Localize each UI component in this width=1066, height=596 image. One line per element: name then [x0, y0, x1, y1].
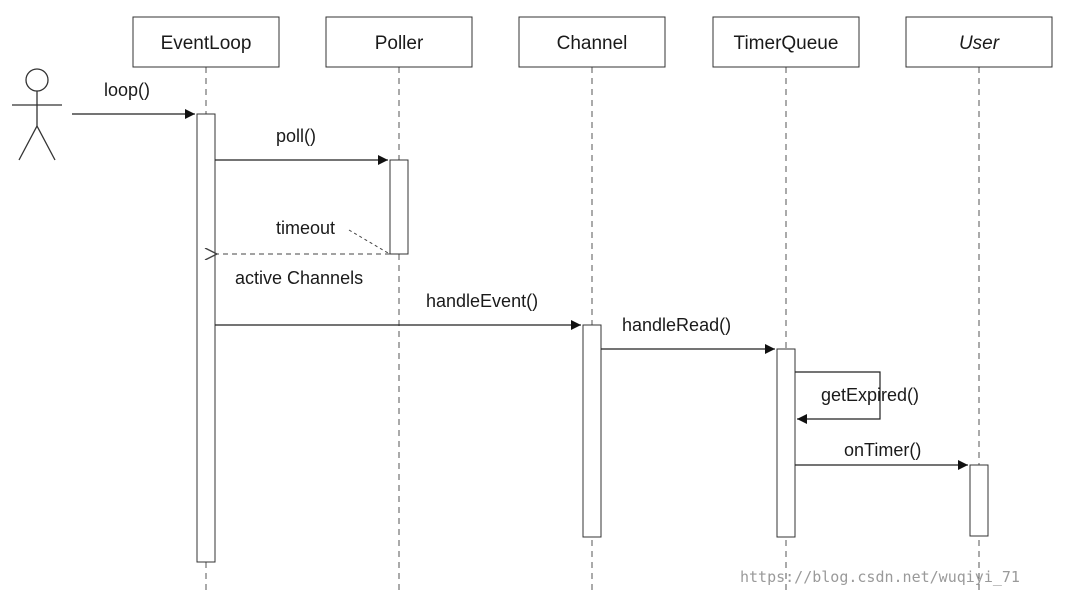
message-active-channels-label: active Channels: [235, 268, 363, 288]
participant-poller: Poller: [325, 16, 473, 68]
activation-channel: [582, 324, 602, 538]
participant-timerqueue-label: TimerQueue: [734, 33, 839, 54]
message-handle-read-label: handleRead(): [622, 315, 731, 335]
participant-channel-label: Channel: [557, 33, 628, 54]
watermark-text: https://blog.csdn.net/wuqiyi_71: [740, 568, 1020, 586]
message-get-expired-arrow: [795, 371, 881, 424]
message-loop-label: loop(): [104, 80, 150, 100]
participant-user: User: [905, 16, 1053, 68]
activation-eventloop: [196, 113, 216, 563]
message-get-expired-label: getExpired(): [821, 385, 919, 405]
timeout-note-link: [348, 229, 389, 254]
participant-poller-label: Poller: [375, 33, 424, 54]
participant-user-label: User: [959, 33, 1000, 54]
message-on-timer-label: onTimer(): [844, 440, 921, 460]
message-timeout-label: timeout: [276, 218, 335, 238]
participant-eventloop: EventLoop: [132, 16, 280, 68]
participant-timerqueue: TimerQueue: [712, 16, 860, 68]
message-poll-label: poll(): [276, 126, 316, 146]
activation-timerqueue: [776, 348, 796, 538]
activation-user: [969, 464, 989, 537]
activation-poller: [389, 159, 409, 255]
participant-channel: Channel: [518, 16, 666, 68]
actor-icon: [12, 68, 62, 161]
participant-eventloop-label: EventLoop: [161, 33, 252, 54]
message-handle-event-label: handleEvent(): [426, 291, 538, 311]
